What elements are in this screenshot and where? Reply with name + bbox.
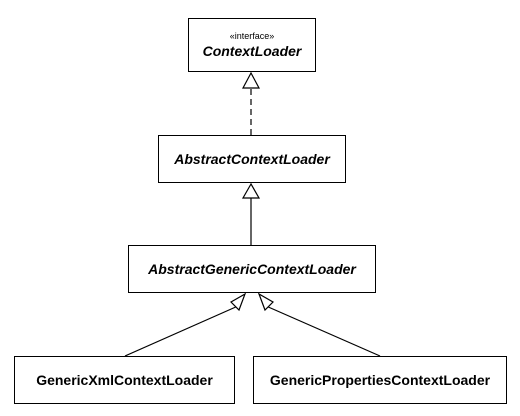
class-name: AbstractContextLoader: [174, 151, 330, 167]
class-box-generic-properties-context-loader: GenericPropertiesContextLoader: [253, 356, 507, 404]
realization-arrowhead-icon: [242, 71, 260, 89]
generalization-edge-line: [124, 305, 239, 357]
generalization-arrowhead-icon: [241, 182, 261, 199]
class-box-abstract-generic-context-loader: AbstractGenericContextLoader: [128, 245, 376, 293]
class-name: AbstractGenericContextLoader: [148, 261, 356, 277]
generalization-arrowhead-icon: [257, 292, 274, 312]
class-name: GenericPropertiesContextLoader: [269, 372, 491, 388]
class-box-abstract-context-loader: AbstractContextLoader: [158, 135, 346, 183]
class-box-context-loader: «interface» ContextLoader: [188, 18, 316, 72]
class-name: ContextLoader: [202, 43, 302, 59]
class-name: GenericXmlContextLoader: [36, 372, 213, 388]
class-box-generic-xml-context-loader: GenericXmlContextLoader: [14, 356, 235, 404]
generalization-edge-line: [265, 305, 381, 357]
generalization-arrowhead-icon: [230, 292, 247, 312]
stereotype-label: «interface»: [229, 31, 275, 41]
